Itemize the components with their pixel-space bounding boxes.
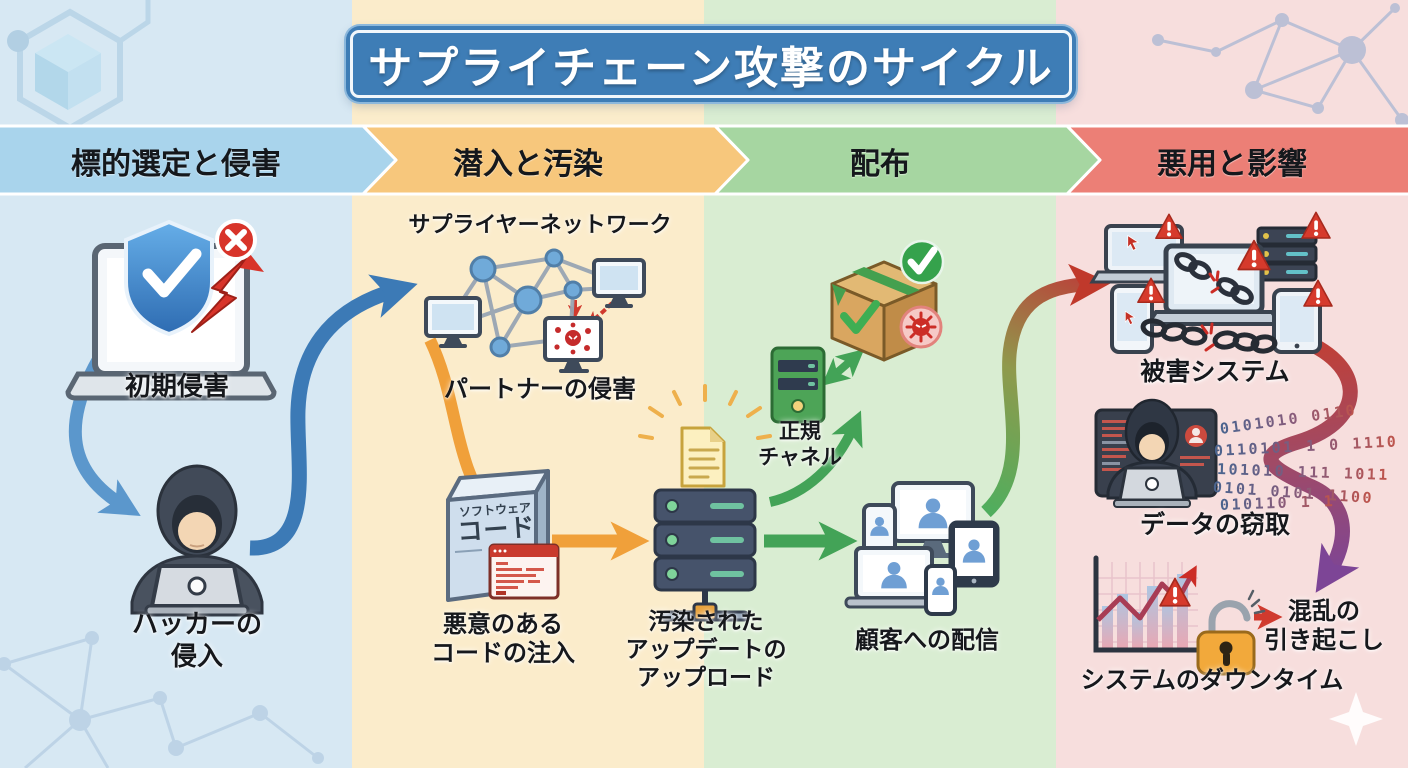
software-box-label: ソフトウェア コード — [451, 501, 541, 547]
label-malicious-code: 悪意のある コードの注入 — [431, 610, 575, 668]
label-partner-breach: パートナーの侵害 — [444, 375, 636, 403]
software-box-label-line2: コード — [456, 511, 537, 547]
label-hacker-intrusion: ハッカーの 侵入 — [131, 610, 262, 672]
label-customer-delivery: 顧客への配信 — [855, 626, 999, 654]
label-system-downtime: システムのダウンタイム — [1080, 666, 1344, 694]
label-supplier-network: サプライヤーネットワーク — [408, 213, 672, 238]
title-banner: サプライチェーン攻撃のサイクル — [346, 26, 1076, 102]
page-title: サプライチェーン攻撃のサイクル — [368, 43, 1054, 94]
title-inner-frame: サプライチェーン攻撃のサイクル — [350, 30, 1072, 98]
stage-2-header: 潜入と汚染 — [453, 147, 603, 182]
stage-1-header: 標的選定と侵害 — [71, 147, 281, 182]
label-tainted-update: 汚染された アップデートの アップロード — [625, 609, 787, 692]
label-disruption: 混乱の 引き起こし — [1264, 597, 1384, 655]
label-legit-channel: 正規 チャネル — [758, 419, 842, 469]
stage-3-header: 配布 — [850, 147, 910, 182]
label-initial-breach: 初期侵害 — [124, 372, 229, 402]
label-victim-systems: 被害システム — [1140, 357, 1290, 386]
stage-4-header: 悪用と影響 — [1157, 147, 1307, 182]
label-data-theft: データの窃取 — [1139, 510, 1290, 539]
